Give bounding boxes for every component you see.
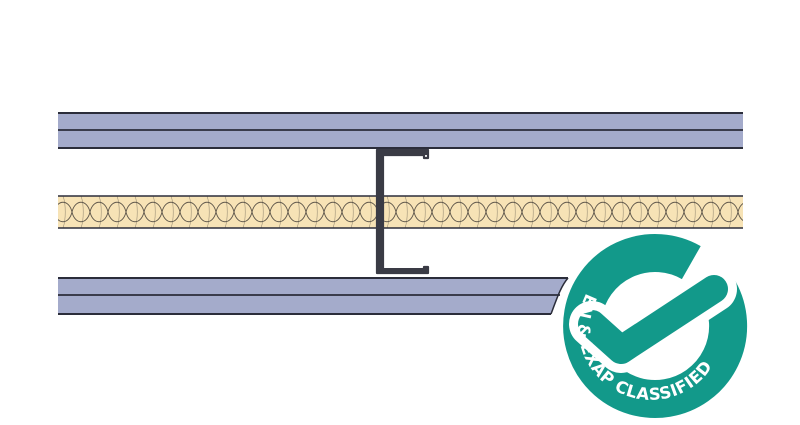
c-stud-profile: [375, 148, 430, 275]
badge-ring: [563, 234, 748, 418]
bottom-board-torn-edge: [550, 277, 569, 315]
bottom-board-layer: [58, 277, 569, 315]
check-mark: [578, 275, 728, 364]
c-stud-web: [377, 150, 383, 273]
classification-badge: EN & EXAP CLASSIFIED: [563, 234, 748, 418]
bottom-board: [58, 278, 568, 314]
c-stud-top-flange: [377, 150, 428, 155]
top-board-layer: [58, 112, 743, 149]
c-stud-bottom-flange: [377, 268, 428, 273]
insulation-pattern: [58, 196, 743, 228]
insulation-layer: [58, 195, 743, 229]
